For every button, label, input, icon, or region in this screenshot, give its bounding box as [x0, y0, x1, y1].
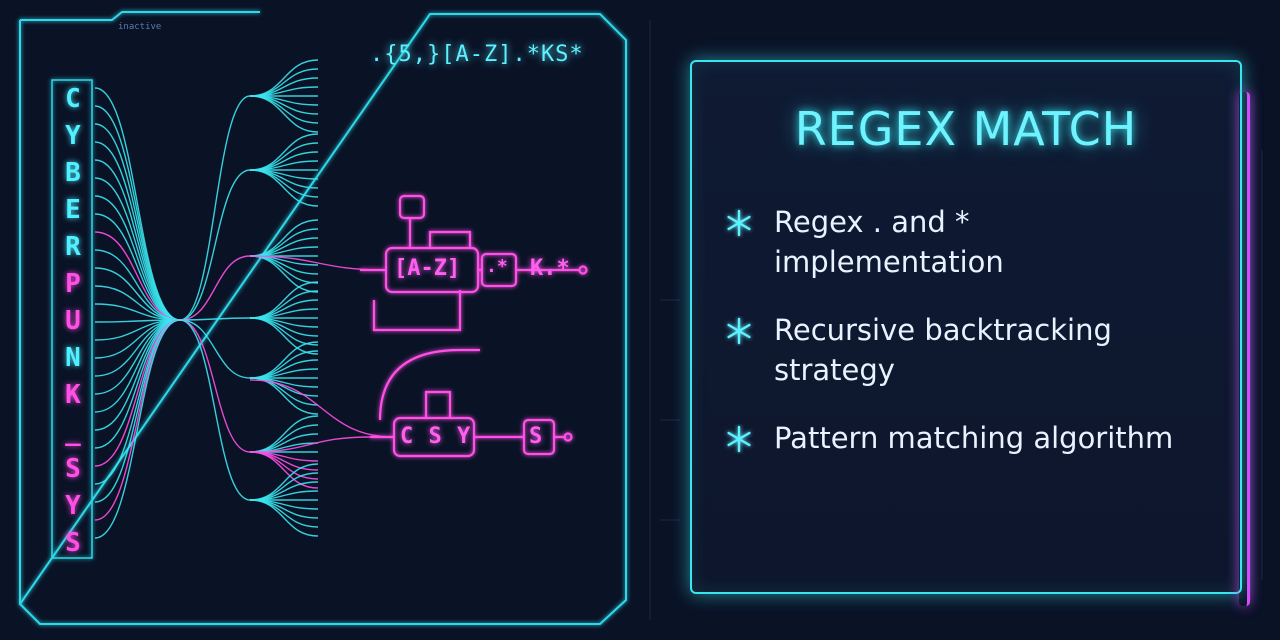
- tree-wire: [94, 213, 181, 321]
- bullet-list: Regex . and * implementation Recursive b…: [724, 202, 1204, 486]
- vertical-label-char: Y: [65, 491, 81, 521]
- node-label-3: K.*: [530, 256, 570, 281]
- node-label-2: .*: [486, 256, 508, 277]
- tree-wire: [249, 377, 319, 415]
- list-item: Recursive backtracking strategy: [724, 310, 1204, 390]
- tree-wire: [94, 249, 181, 321]
- circuit-texture: [649, 20, 1263, 620]
- tree-wire: [94, 195, 181, 321]
- tree-wire: [179, 95, 251, 321]
- tree-wire: [94, 267, 181, 321]
- vertical-label-char: S: [65, 454, 81, 484]
- node-label-4: C S Y: [400, 424, 472, 449]
- tree-wire: [94, 231, 181, 321]
- tree-wire: [179, 317, 251, 321]
- vertical-label-char: S: [65, 528, 81, 558]
- tree-wire: [94, 123, 181, 321]
- bullet-text: Regex . and * implementation: [774, 205, 1004, 279]
- status-tag: inactive: [118, 22, 162, 32]
- branch-tree: [94, 59, 395, 539]
- tree-wire: [249, 451, 319, 489]
- regex-pattern: .{5,}[A-Z].*KS*: [370, 42, 584, 67]
- tree-wire: [94, 319, 181, 485]
- node-label-1: [A-Z]: [394, 256, 461, 281]
- tree-wire: [249, 255, 319, 293]
- tree-wire: [94, 319, 181, 521]
- tree-wire: [179, 169, 251, 321]
- tree-wire: [179, 319, 251, 501]
- tree-wire: [179, 319, 251, 453]
- tree-wire: [94, 177, 181, 321]
- info-card: REGEX MATCH Regex . and * implementation…: [690, 60, 1250, 606]
- snowflake-bullet-icon: [727, 209, 751, 237]
- tree-wire: [249, 436, 371, 453]
- vertical-label-char: _: [65, 417, 81, 447]
- tree-wire: [249, 379, 395, 438]
- list-item: Regex . and * implementation: [724, 202, 1204, 282]
- tree-wire: [249, 499, 319, 537]
- vertical-label-char: K: [65, 380, 81, 410]
- tree-wire: [249, 169, 319, 207]
- node-label-5: S: [529, 424, 543, 449]
- tree-wire: [94, 319, 181, 539]
- regex-diagram: [360, 194, 588, 458]
- card-title: REGEX MATCH: [794, 102, 1138, 156]
- tree-wire: [179, 319, 251, 379]
- vertical-label-char: P: [65, 269, 81, 299]
- vertical-label-char: R: [65, 232, 81, 262]
- vertical-label-char: E: [65, 195, 81, 225]
- list-item: Pattern matching algorithm: [724, 418, 1204, 458]
- node-box-top: [398, 194, 426, 220]
- snowflake-bullet-icon: [727, 425, 751, 453]
- bullet-text: Pattern matching algorithm: [774, 421, 1174, 455]
- vertical-label-char: Y: [65, 121, 81, 151]
- snowflake-bullet-icon: [727, 317, 751, 345]
- vertical-label-char: C: [65, 84, 81, 114]
- left-frame: [18, 11, 627, 625]
- bullet-text: Recursive backtracking strategy: [774, 313, 1112, 387]
- tree-wire: [249, 317, 319, 355]
- vertical-label-char: U: [65, 306, 81, 336]
- vertical-label-char: B: [65, 158, 81, 188]
- vertical-label-char: N: [65, 343, 81, 373]
- tree-wire: [249, 95, 319, 133]
- tree-wire: [94, 159, 181, 321]
- tree-wire: [94, 319, 181, 413]
- tree-wire: [179, 255, 251, 321]
